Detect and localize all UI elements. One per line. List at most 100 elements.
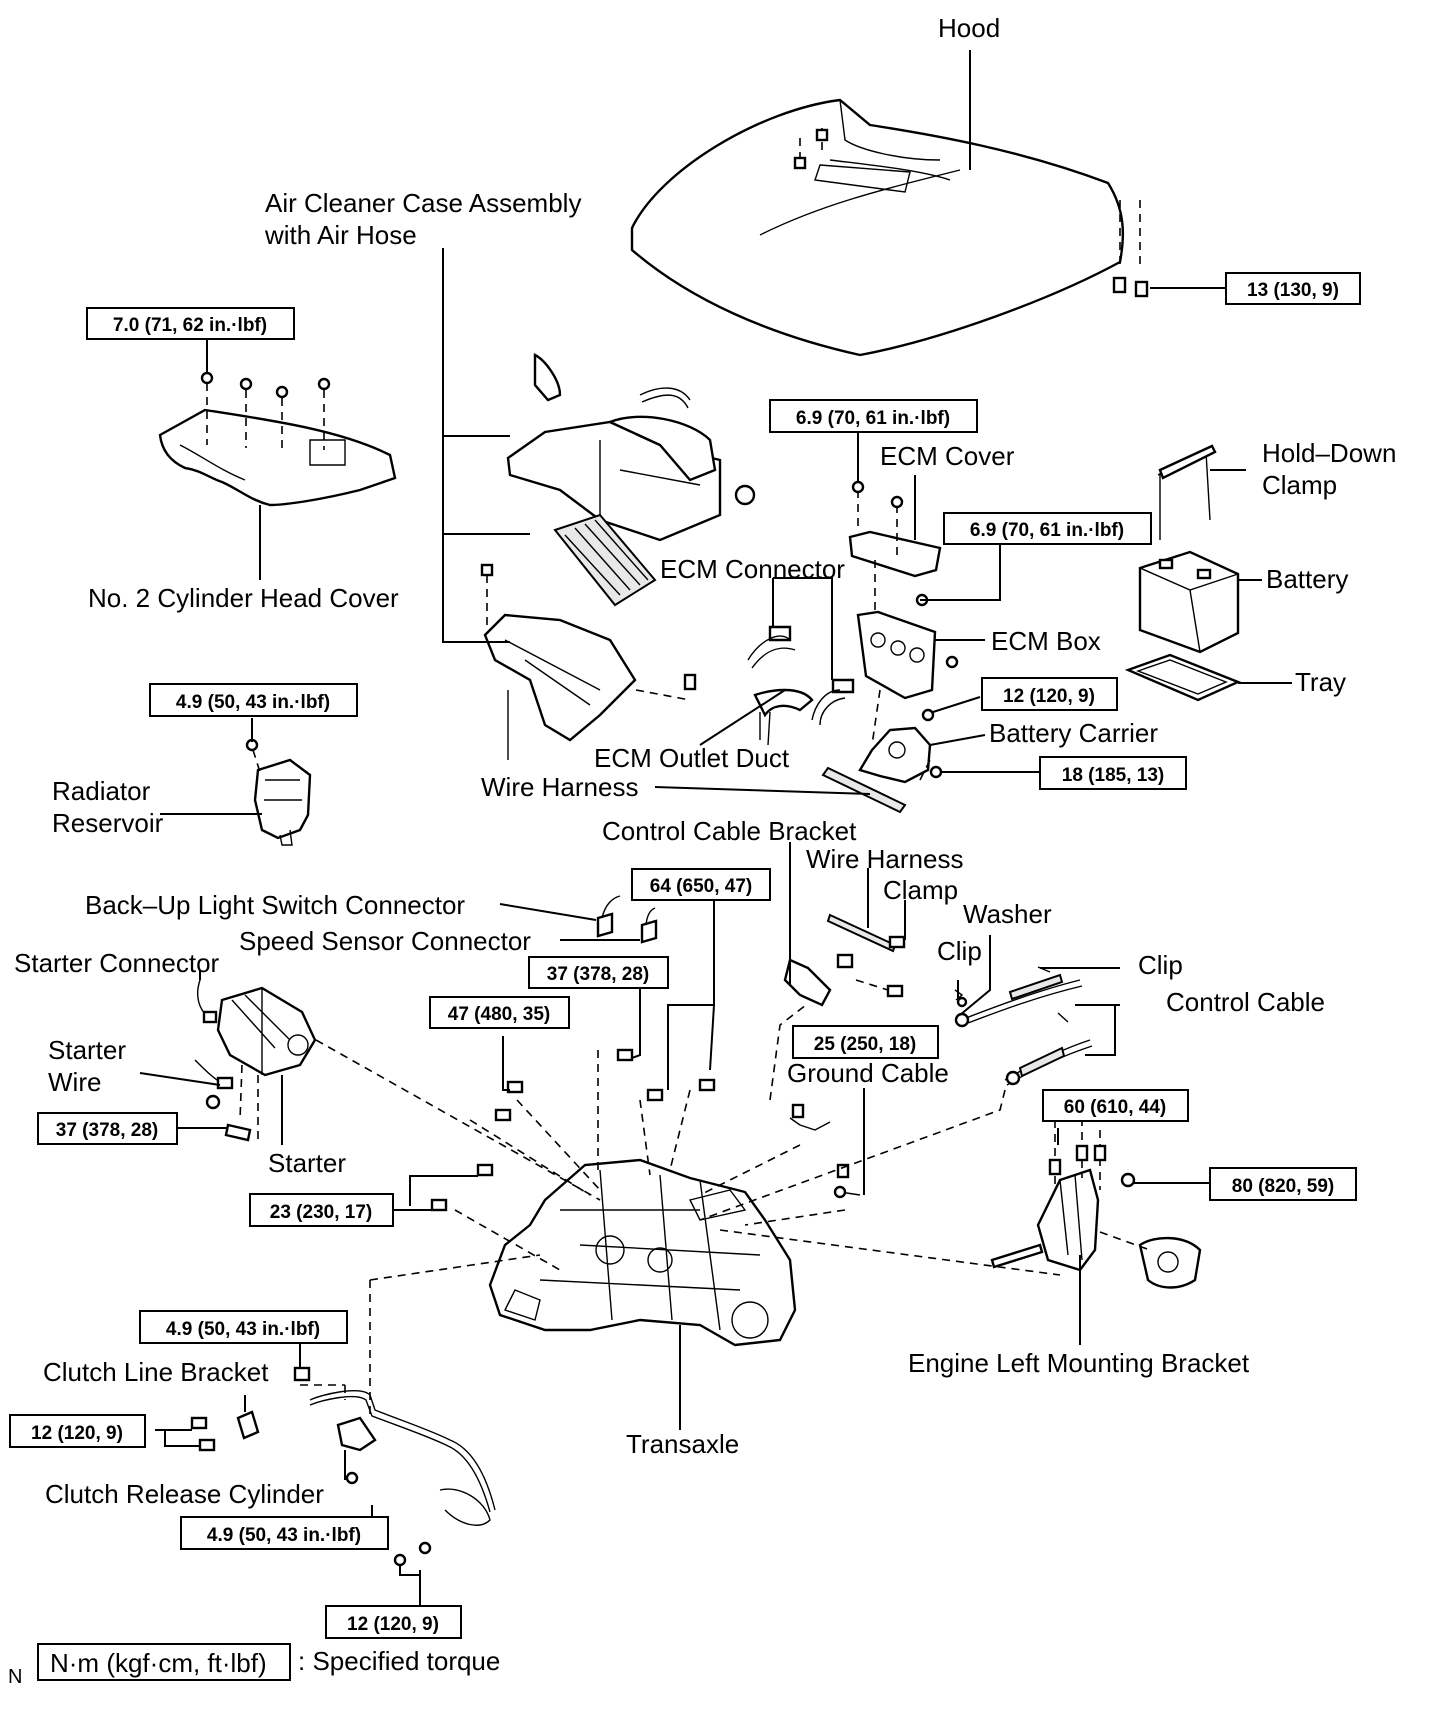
- torque-box-radiator: 4.9 (50, 43 in.·lbf): [149, 683, 358, 717]
- label-cylinder-head-cover: No. 2 Cylinder Head Cover: [88, 583, 399, 613]
- svg-text:47 (480, 35): 47 (480, 35): [448, 1004, 550, 1025]
- control-cable-bracket-part: [783, 913, 906, 1007]
- svg-text:64 (650, 47): 64 (650, 47): [650, 876, 752, 897]
- label-hold-down-line2: Clamp: [1262, 470, 1337, 500]
- label-starter-connector: Starter Connector: [14, 948, 220, 978]
- engine-left-mount-part: [990, 1118, 1202, 1289]
- label-hood: Hood: [938, 13, 1000, 43]
- label-clutch-release-cylinder: Clutch Release Cylinder: [45, 1479, 324, 1509]
- label-starter-wire-line1: Starter: [48, 1035, 126, 1065]
- hood-part: [630, 98, 1125, 357]
- svg-text:4.9 (50, 43 in.·lbf): 4.9 (50, 43 in.·lbf): [207, 1525, 361, 1546]
- label-radiator-line2: Reservoir: [52, 808, 164, 838]
- svg-text:6.9 (70, 61 in.·lbf): 6.9 (70, 61 in.·lbf): [970, 520, 1124, 541]
- svg-text:37 (378, 28): 37 (378, 28): [56, 1120, 158, 1141]
- label-starter-wire-line2: Wire: [48, 1067, 101, 1097]
- label-battery-carrier: Battery Carrier: [989, 718, 1158, 748]
- label-ecm-cover: ECM Cover: [880, 441, 1015, 471]
- corner-mark: N: [8, 1666, 22, 1688]
- label-control-cable: Control Cable: [1166, 987, 1325, 1017]
- label-tray: Tray: [1295, 667, 1346, 697]
- label-washer: Washer: [963, 899, 1052, 929]
- torque-box-transaxle-47: 47 (480, 35): [429, 996, 570, 1029]
- torque-box-battery-carrier-18: 18 (185, 13): [1039, 756, 1187, 790]
- svg-text:12 (120, 9): 12 (120, 9): [347, 1614, 439, 1635]
- svg-text:60 (610, 44): 60 (610, 44): [1064, 1097, 1166, 1118]
- svg-text:18 (185, 13): 18 (185, 13): [1062, 765, 1164, 786]
- label-radiator-line1: Radiator: [52, 776, 151, 806]
- label-ecm-outlet-duct: ECM Outlet Duct: [594, 743, 790, 773]
- svg-text:4.9 (50, 43 in.·lbf): 4.9 (50, 43 in.·lbf): [166, 1319, 320, 1340]
- ground-cable-part: [789, 1103, 861, 1199]
- control-cable-part: [954, 966, 1093, 1086]
- air-cleaner-bracket-part: [480, 563, 697, 760]
- torque-box-clutch-line-side: 12 (120, 9): [9, 1414, 146, 1448]
- torque-box-transaxle-23: 23 (230, 17): [249, 1193, 394, 1227]
- transaxle-part: [488, 1158, 797, 1347]
- svg-text:37 (378, 28): 37 (378, 28): [547, 964, 649, 985]
- label-engine-left-mount: Engine Left Mounting Bracket: [908, 1348, 1250, 1378]
- label-control-cable-bracket: Control Cable Bracket: [602, 816, 857, 846]
- svg-text:12 (120, 9): 12 (120, 9): [1003, 686, 1095, 707]
- torque-box-mount-80: 80 (820, 59): [1209, 1167, 1357, 1201]
- tray-part: [1124, 653, 1242, 702]
- label-ecm-connector: ECM Connector: [660, 554, 845, 584]
- torque-box-ecm-cover-side: 6.9 (70, 61 in.·lbf): [943, 512, 1152, 545]
- torque-box-ground-cable: 25 (250, 18): [792, 1025, 939, 1059]
- transaxle-bolts: [430, 1048, 716, 1212]
- label-speed-sensor: Speed Sensor Connector: [239, 926, 531, 956]
- torque-box-clutch-bottom: 12 (120, 9): [325, 1605, 462, 1639]
- connectors-part: [596, 895, 658, 944]
- svg-text:12 (120, 9): 12 (120, 9): [31, 1423, 123, 1444]
- hood-bolts: [793, 128, 1149, 298]
- svg-text:6.9 (70, 61 in.·lbf): 6.9 (70, 61 in.·lbf): [796, 408, 950, 429]
- ecm-connector-part: [747, 625, 855, 746]
- radiator-reservoir-part: [245, 738, 312, 846]
- ecm-box-part: [856, 593, 959, 700]
- svg-text:23 (230, 17): 23 (230, 17): [270, 1202, 372, 1223]
- legend-unit: N·m (kgf·cm, ft·lbf): [50, 1648, 267, 1678]
- torque-box-ecm-cover-top: 6.9 (70, 61 in.·lbf): [769, 399, 978, 433]
- legend-text: : Specified torque: [298, 1646, 500, 1676]
- label-transaxle: Transaxle: [626, 1429, 739, 1459]
- hold-down-clamp-part: [1157, 444, 1217, 540]
- torque-box-clutch-line-top: 4.9 (50, 43 in.·lbf): [139, 1310, 348, 1344]
- torque-legend: N·m (kgf·cm, ft·lbf) : Specified torque: [37, 1643, 500, 1681]
- torque-box-hood: 13 (130, 9): [1225, 272, 1361, 305]
- label-clutch-line-bracket: Clutch Line Bracket: [43, 1357, 269, 1387]
- label-ecm-box: ECM Box: [991, 626, 1101, 656]
- torque-boxes: 13 (130, 9) 7.0 (71, 62 in.·lbf) 6.9 (70…: [9, 272, 1361, 1639]
- label-air-cleaner-line2: with Air Hose: [264, 220, 417, 250]
- torque-box-battery-carrier-12: 12 (120, 9): [981, 677, 1118, 711]
- torque-box-clutch-release: 4.9 (50, 43 in.·lbf): [180, 1516, 389, 1550]
- label-air-cleaner-line1: Air Cleaner Case Assembly: [265, 188, 581, 218]
- label-starter: Starter: [268, 1148, 346, 1178]
- wire-harness-part: [821, 766, 907, 814]
- label-clip-left: Clip: [937, 936, 982, 966]
- svg-text:80 (820, 59): 80 (820, 59): [1232, 1176, 1334, 1197]
- label-battery: Battery: [1266, 564, 1348, 594]
- label-hold-down-line1: Hold–Down: [1262, 438, 1396, 468]
- clutch-line-part: [190, 1366, 496, 1567]
- label-ground-cable: Ground Cable: [787, 1058, 949, 1088]
- cylinder-head-cover-part: [158, 371, 397, 507]
- svg-text:7.0 (71, 62 in.·lbf): 7.0 (71, 62 in.·lbf): [113, 315, 267, 336]
- leader-lines: [139, 50, 1292, 1605]
- air-cleaner-part: [506, 353, 756, 607]
- torque-box-mount-60: 60 (610, 44): [1042, 1089, 1189, 1122]
- label-wire-harness-clamp-line1: Wire Harness: [806, 844, 963, 874]
- label-backup-light: Back–Up Light Switch Connector: [85, 890, 465, 920]
- label-wire-harness: Wire Harness: [481, 772, 638, 802]
- svg-text:25 (250, 18): 25 (250, 18): [814, 1034, 916, 1055]
- torque-box-transaxle-37: 37 (378, 28): [528, 956, 669, 989]
- label-clip-right: Clip: [1138, 950, 1183, 980]
- label-wire-harness-clamp-line2: Clamp: [883, 875, 958, 905]
- battery-carrier-part: [858, 689, 943, 784]
- part-labels: Hood Air Cleaner Case Assembly with Air …: [8, 13, 1396, 1688]
- assembly-lines: [315, 759, 1061, 1420]
- ecm-cover-part: [848, 480, 942, 610]
- torque-box-cylinder-head: 7.0 (71, 62 in.·lbf): [86, 307, 295, 340]
- battery-part: [1138, 550, 1240, 654]
- torque-box-starter: 37 (378, 28): [37, 1112, 178, 1145]
